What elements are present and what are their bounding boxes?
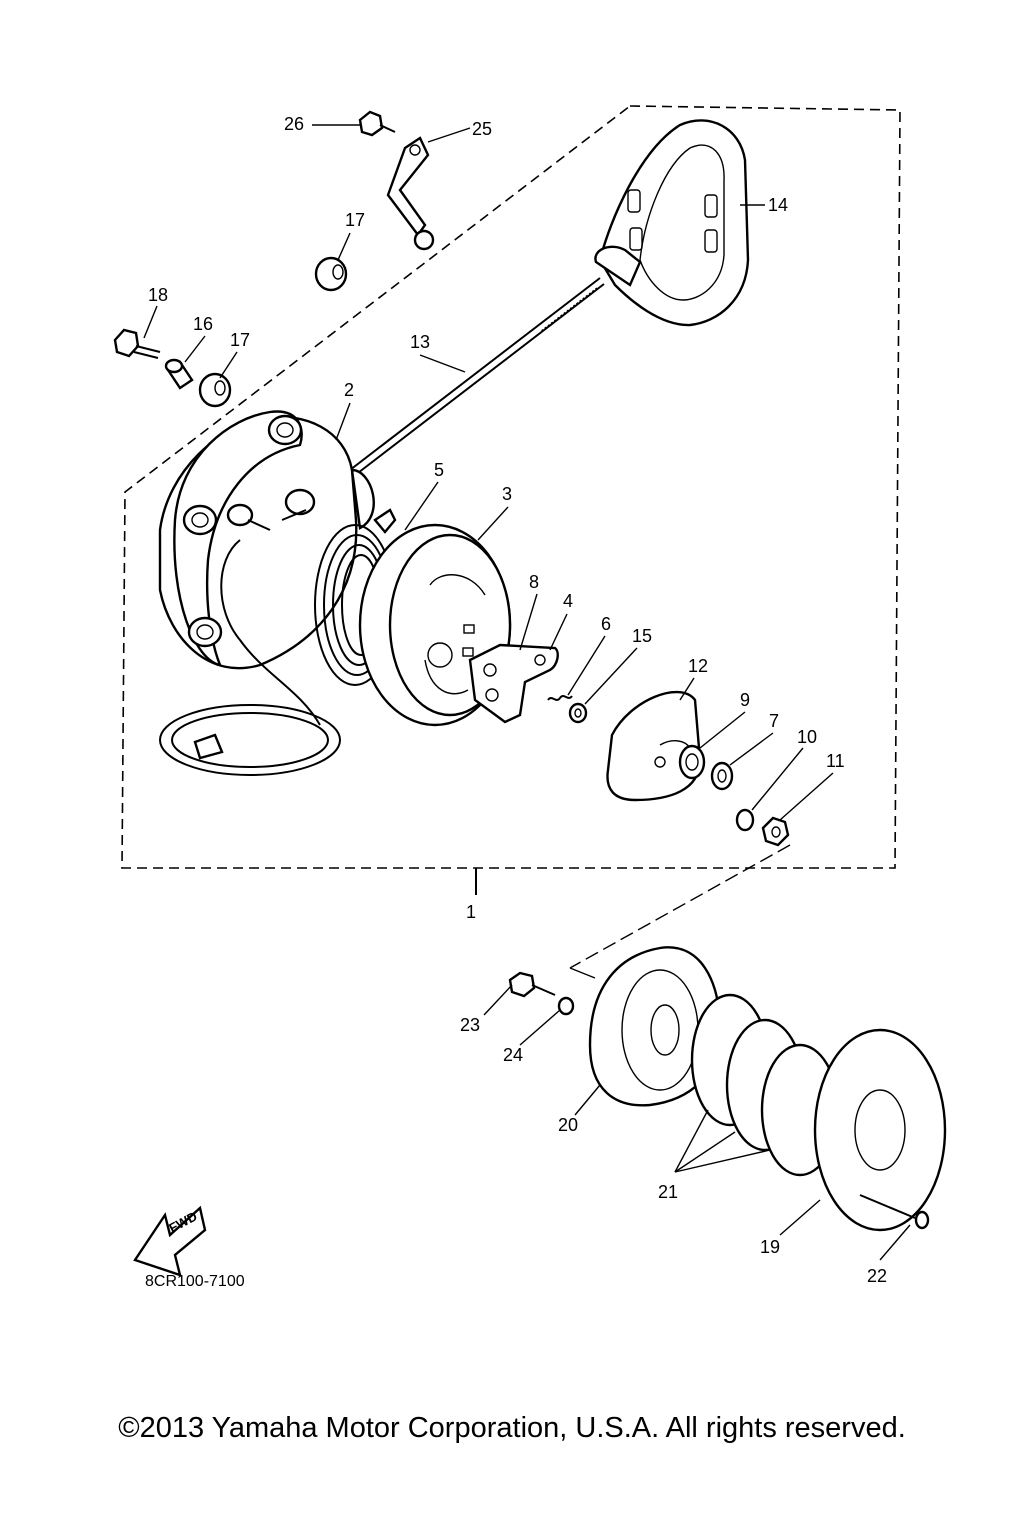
label-part-22: 22 [867,1266,887,1286]
label-part-26: 26 [284,114,304,134]
label-part-25: 25 [472,119,492,139]
label-part-2: 2 [344,380,354,400]
label-part-4: 4 [563,591,573,611]
label-part-3: 3 [502,484,512,504]
label-part-24: 24 [503,1045,523,1065]
label-part-18: 18 [148,285,168,305]
part-13-rope [349,277,605,477]
part-15-washer [568,702,588,724]
label-part-17-a: 17 [345,210,365,230]
part-24-washer [557,996,575,1016]
part-22-screw [859,1194,930,1230]
label-part-5: 5 [434,460,444,480]
label-part-8: 8 [529,572,539,592]
label-part-15: 15 [632,626,652,646]
part-11-nut [761,816,790,847]
part-12-plate [606,690,702,802]
part-2-case [158,410,375,670]
label-part-9: 9 [740,690,750,710]
label-part-13: 13 [410,332,430,352]
part-18-bolt [113,328,161,359]
part-21-friction-plates [690,993,840,1177]
part-23-bolt [508,971,556,998]
part-9-collar [678,744,706,780]
part-26-bolt [358,110,396,137]
part-17-damper-a [314,256,348,292]
leader-lines [143,124,911,1261]
label-part-11: 11 [826,751,845,771]
part-10-lock-washer [735,808,755,832]
label-part-23: 23 [460,1015,480,1035]
part-25-bracket [386,136,435,251]
part-4-pawl [468,643,559,724]
part-labels: 1 2 3 4 5 6 7 8 9 10 11 12 13 14 15 16 1… [148,114,887,1286]
label-part-6: 6 [601,614,611,634]
label-part-19: 19 [760,1237,780,1257]
part-19-cover [813,1028,947,1232]
part-7-washer [710,761,734,791]
label-part-12: 12 [688,656,708,676]
label-part-17-b: 17 [230,330,250,350]
assembly-boundary [121,105,901,869]
fwd-arrow: FWD [133,1205,207,1277]
reference-code: 8CR100-7100 [145,1273,245,1290]
label-part-16: 16 [193,314,213,334]
label-part-1: 1 [466,902,476,922]
part-14-handle [594,119,750,327]
copyright-notice: ©2013 Yamaha Motor Corporation, U.S.A. A… [118,1412,906,1444]
part-6-spring [547,695,573,701]
part-16-collar [164,358,194,390]
label-part-10: 10 [797,727,817,747]
coiled-rope [159,539,341,776]
label-part-14: 14 [768,195,788,215]
label-part-7: 7 [769,711,779,731]
label-part-20: 20 [558,1115,578,1135]
part-17-damper-b [198,372,232,408]
label-part-21: 21 [658,1182,678,1202]
